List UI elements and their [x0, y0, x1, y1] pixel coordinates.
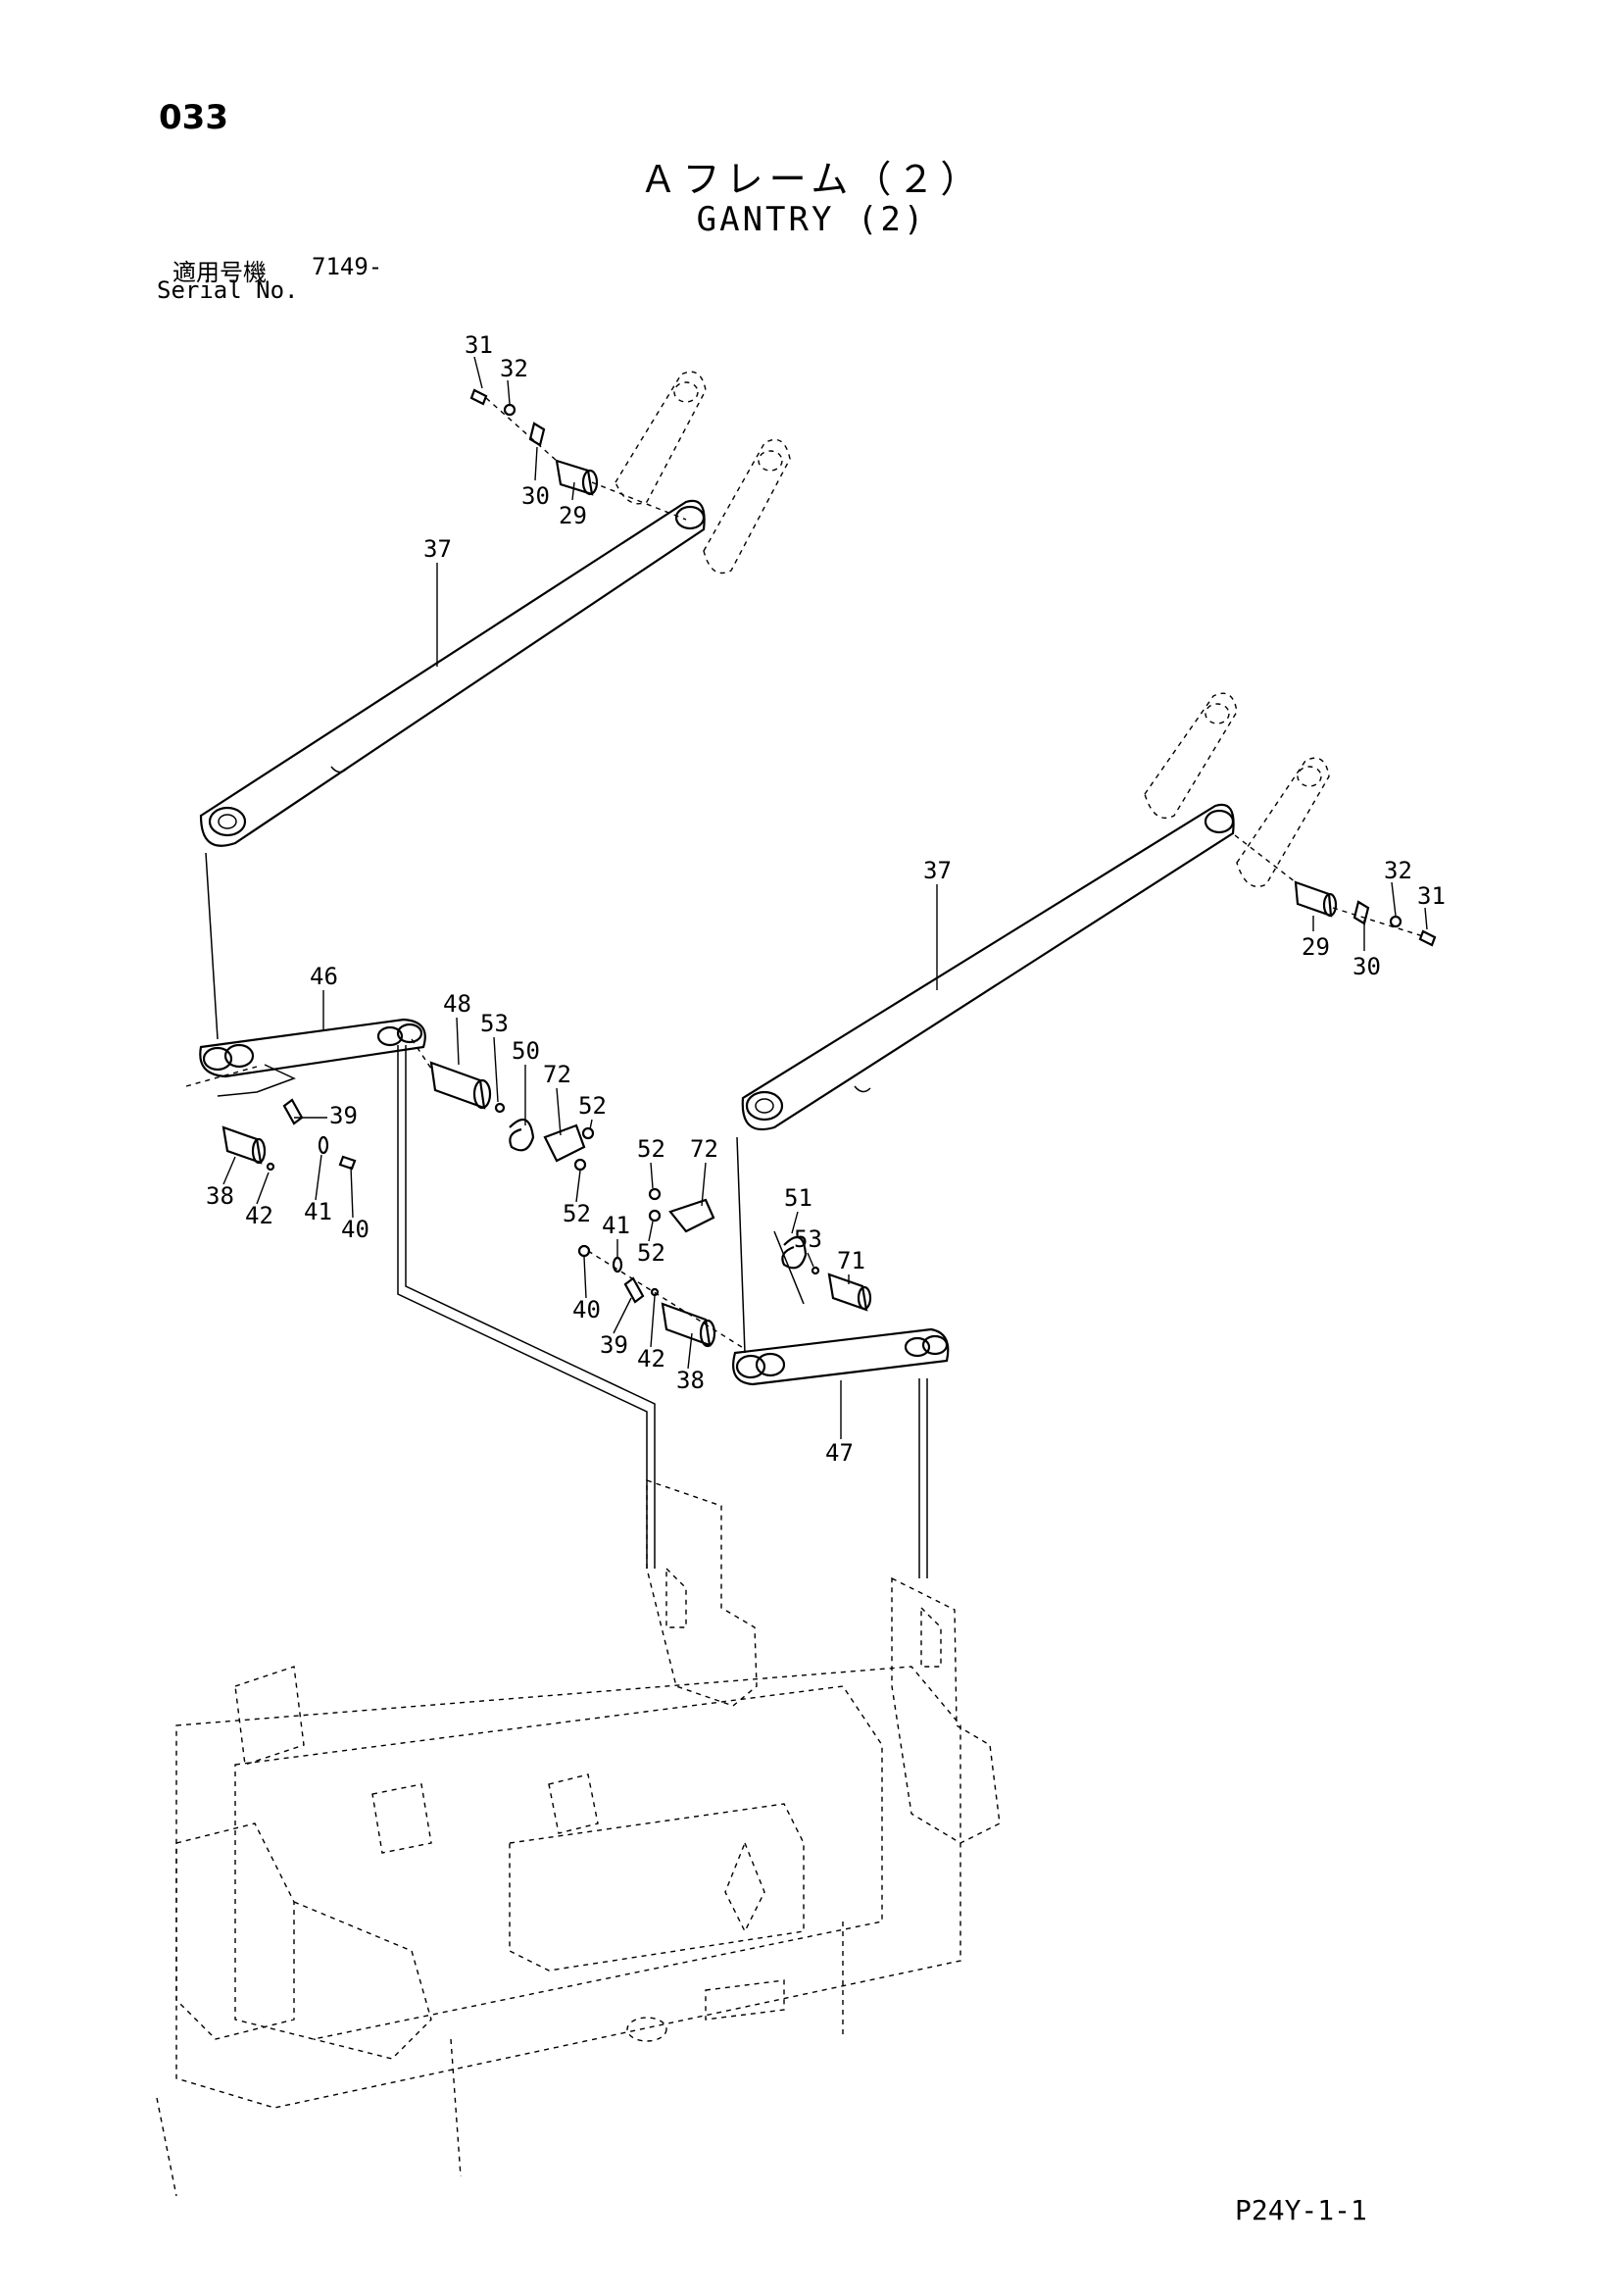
- label-52-d: 52: [637, 1239, 665, 1267]
- label-31-right: 31: [1417, 882, 1446, 910]
- label-41-mid: 41: [602, 1212, 630, 1239]
- serial-label-english: Serial No.: [157, 276, 299, 304]
- label-29-upper: 29: [559, 502, 587, 529]
- label-52-c: 52: [637, 1135, 665, 1163]
- label-38-left: 38: [206, 1182, 234, 1210]
- label-31-upper: 31: [465, 331, 493, 359]
- label-41-left: 41: [304, 1198, 332, 1225]
- serial-label-japanese: 適用号機: [172, 259, 267, 286]
- label-40-left: 40: [341, 1216, 369, 1243]
- label-52-b: 52: [563, 1200, 591, 1227]
- leader-lines: [222, 356, 1428, 1439]
- upper-bracket-plates: [615, 371, 791, 574]
- label-72-mid: 72: [690, 1135, 718, 1163]
- label-32-upper: 32: [500, 355, 528, 382]
- label-53-left: 53: [480, 1010, 509, 1037]
- label-37-right: 37: [923, 857, 952, 884]
- upper-gantry-link: [199, 499, 706, 847]
- upper-pin-assembly: [469, 388, 687, 521]
- label-37-upper: 37: [423, 535, 452, 563]
- serial-value: 7149-: [312, 253, 383, 280]
- left-middle-pins: [411, 1038, 595, 1172]
- label-32-right: 32: [1384, 857, 1412, 884]
- left-lower-link: [199, 1018, 426, 1097]
- label-71: 71: [837, 1247, 865, 1274]
- label-30-right: 30: [1352, 953, 1381, 980]
- footer-code: P24Y-1-1: [1235, 2194, 1367, 2226]
- left-small-parts: [185, 1066, 357, 1172]
- part-number-labels: 31 32 30 29 37 37 32 31 29 30 46 48 53 5…: [206, 331, 1446, 1467]
- label-50: 50: [512, 1037, 540, 1065]
- assembly-guide-lines: [205, 852, 928, 1578]
- label-72-left: 72: [543, 1061, 571, 1088]
- title-japanese: Ａフレーム（２）: [639, 158, 984, 201]
- label-52-a: 52: [578, 1092, 607, 1120]
- title-english: GANTRY (2): [696, 200, 927, 239]
- label-42-left: 42: [245, 1202, 273, 1229]
- right-gantry-link: [741, 803, 1235, 1131]
- right-bracket-plates: [1144, 692, 1330, 888]
- label-47: 47: [825, 1439, 854, 1467]
- mid-small-parts: [577, 1187, 746, 1350]
- label-40-mid: 40: [572, 1296, 601, 1323]
- right-lower-link: [732, 1230, 950, 1386]
- label-53-mid: 53: [794, 1225, 822, 1253]
- label-48: 48: [443, 990, 471, 1018]
- label-39-mid: 39: [600, 1331, 628, 1359]
- label-42-mid: 42: [637, 1345, 665, 1373]
- lower-frame-body: [156, 1479, 1001, 2197]
- label-29-right: 29: [1302, 933, 1330, 961]
- right-pin-assembly: [1234, 834, 1437, 947]
- label-51: 51: [784, 1184, 812, 1212]
- label-38-mid: 38: [676, 1367, 705, 1394]
- page-number: 033: [159, 98, 228, 137]
- label-39-left: 39: [329, 1102, 358, 1129]
- label-46: 46: [310, 963, 338, 990]
- label-30-upper: 30: [521, 482, 550, 510]
